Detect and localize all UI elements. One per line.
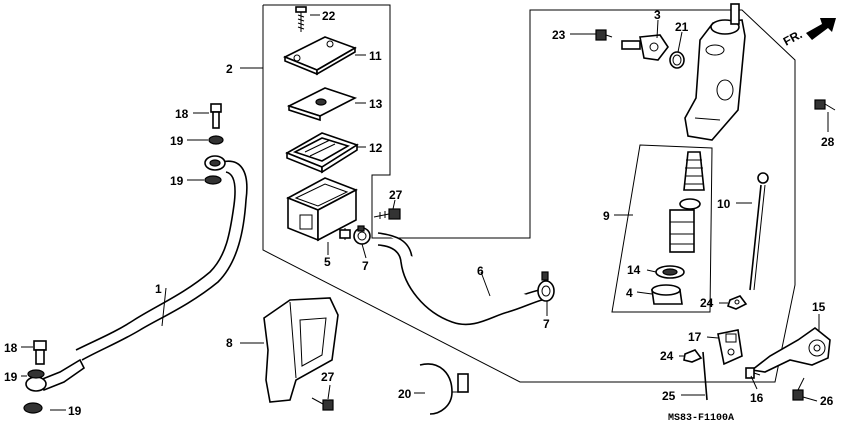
callout-18-lower: 18 [4, 341, 18, 355]
callout-27-upper: 27 [389, 188, 403, 202]
master-cylinder-body [684, 3, 746, 141]
callout-26: 26 [820, 394, 834, 408]
callout-21: 21 [675, 20, 689, 34]
callout-9: 9 [603, 209, 610, 223]
callout-15: 15 [812, 300, 826, 314]
callout-5: 5 [324, 255, 331, 269]
part-28-bolt [814, 99, 836, 111]
part-8-hose-cover [263, 297, 339, 403]
part-23-screw [595, 29, 613, 41]
part-15-pedal-arm [750, 326, 831, 373]
callout-6: 6 [477, 264, 484, 278]
callout-10: 10 [717, 197, 731, 211]
callout-24-left: 24 [660, 349, 674, 363]
part-3-hose-joint [621, 34, 669, 61]
leader-lines [21, 14, 829, 411]
part-27-bolt-upper [373, 208, 401, 220]
callout-16: 16 [750, 391, 764, 405]
part-21-o-ring [669, 51, 685, 69]
assembly-outline [262, 4, 796, 383]
callout-19-lower-b: 19 [68, 404, 82, 418]
part-27-bolt-lower [311, 397, 334, 411]
callout-19-lower-a: 19 [4, 370, 18, 384]
part-18-bolt-upper [210, 103, 222, 129]
callout-28: 28 [821, 135, 835, 149]
callout-17: 17 [688, 330, 702, 344]
callout-12: 12 [369, 141, 383, 155]
diagram-code: MS83-F1100A [668, 413, 734, 424]
callout-7-right: 7 [543, 317, 550, 331]
part-17-clevis [717, 329, 743, 366]
part-5-reservoir [286, 177, 358, 242]
banjo-lower [25, 358, 86, 392]
part-6-reservoir-hose [377, 232, 543, 326]
part-16-pin [745, 367, 761, 379]
part-12-diaphragm [285, 132, 359, 174]
callout-1: 1 [155, 282, 162, 296]
callout-18-upper: 18 [175, 107, 189, 121]
callout-22: 22 [322, 9, 336, 23]
part-4-stopper [651, 284, 683, 305]
callout-13: 13 [369, 97, 383, 111]
callout-8: 8 [226, 336, 233, 350]
callout-11: 11 [369, 49, 382, 63]
part-9-piston-kit [669, 151, 705, 253]
part-24-nut-right [726, 295, 748, 310]
piston-kit-outline [611, 144, 713, 313]
part-11-reservoir-cap [283, 36, 357, 76]
front-direction-arrow [806, 18, 836, 40]
callout-20: 20 [398, 387, 412, 401]
part-20-hose-clamp [419, 363, 469, 415]
part-19-washer-upper-b [204, 175, 222, 185]
part-19-washer-lower-a [27, 369, 45, 379]
callout-19-upper-a: 19 [170, 134, 184, 148]
banjo-upper [204, 155, 226, 171]
callout-3: 3 [654, 8, 661, 22]
part-18-bolt-lower [33, 340, 47, 365]
part-1-brake-hose [75, 160, 248, 361]
part-19-washer-lower-b [23, 402, 43, 414]
front-direction-label: FR. [781, 27, 805, 48]
part-26-bolt [792, 377, 805, 401]
callout-24-right: 24 [700, 296, 714, 310]
callout-14: 14 [627, 263, 641, 277]
callout-2: 2 [226, 62, 233, 76]
callout-7-left: 7 [362, 259, 369, 273]
part-25-pin [702, 351, 708, 401]
callout-27-lower: 27 [321, 370, 335, 384]
callout-23: 23 [552, 28, 566, 42]
part-19-washer-upper-a [208, 135, 224, 145]
part-22-screw [295, 6, 307, 32]
part-7-clip-right [537, 271, 555, 302]
part-14-cup [655, 265, 685, 279]
part-24-nut-left [683, 349, 703, 363]
part-13-diaphragm-plate [286, 87, 358, 122]
callout-4: 4 [626, 286, 633, 300]
callout-25: 25 [662, 389, 676, 403]
part-7-clip-left [353, 225, 371, 245]
callout-19-upper-b: 19 [170, 174, 184, 188]
part-10-push-rod [749, 172, 769, 291]
